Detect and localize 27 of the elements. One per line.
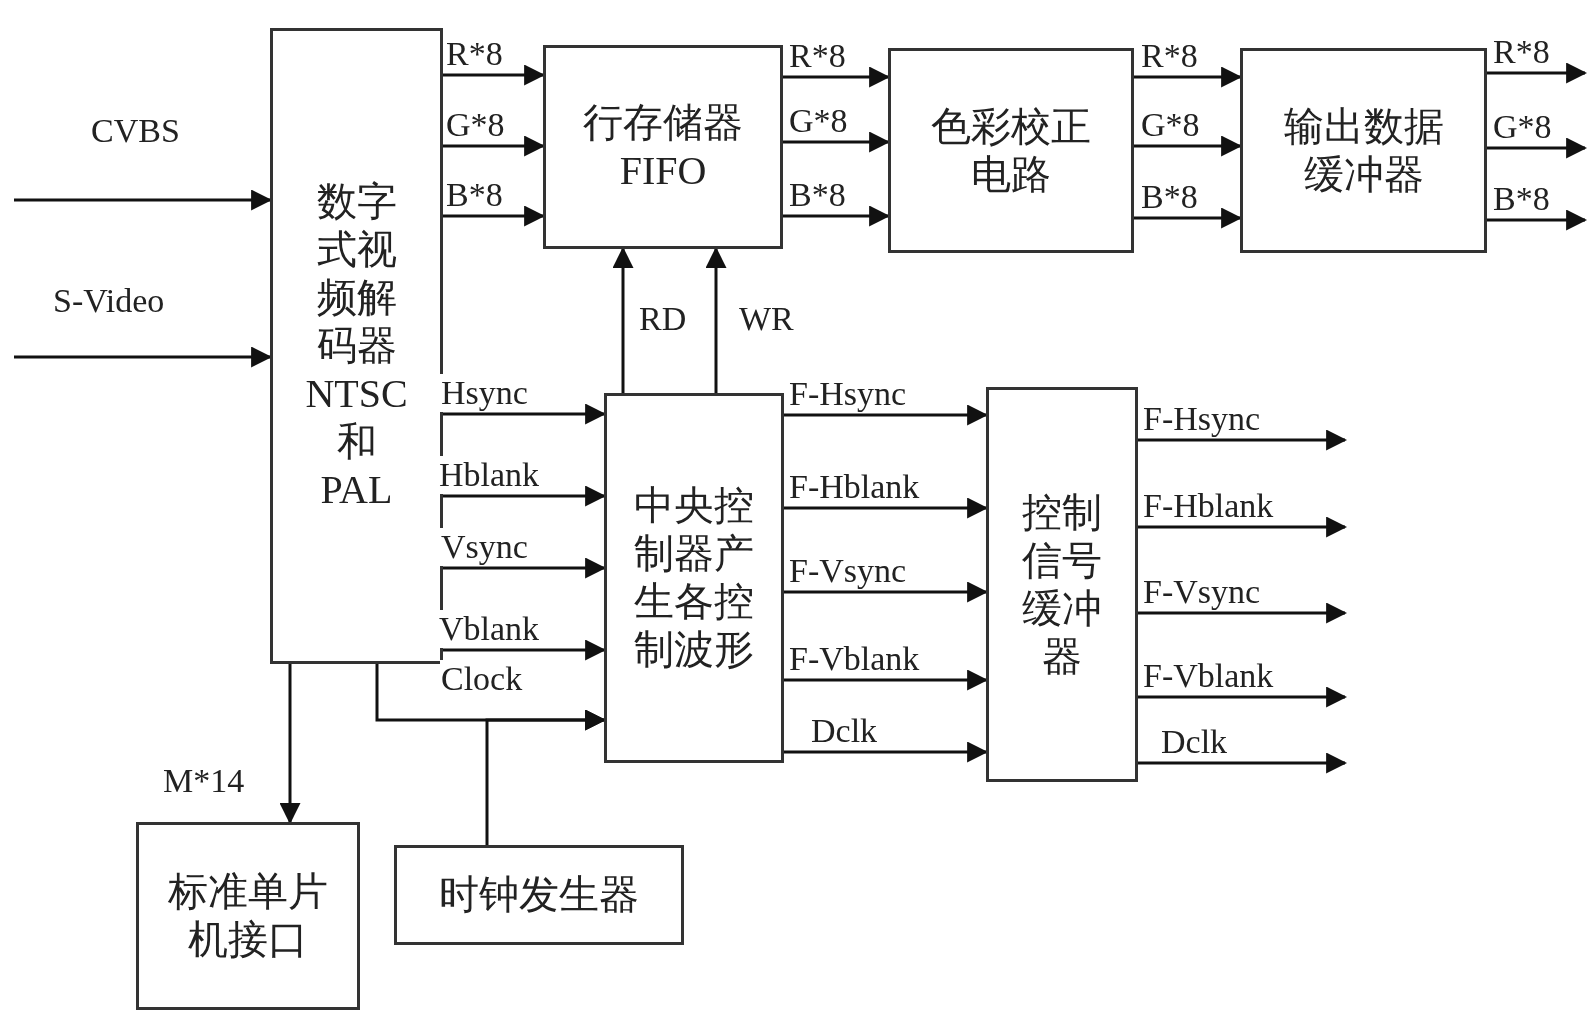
node-text: 中央控制器产生各控制波形: [633, 482, 755, 674]
node-text: 标准单片机接口: [167, 868, 329, 964]
edge-label: Hblank: [438, 456, 541, 494]
edge-label: Vsync: [440, 528, 529, 566]
process-box: [543, 45, 783, 249]
node-text: 时钟发生器: [438, 871, 640, 919]
node-text: 数字式视频解码器NTSC和PAL: [304, 178, 409, 514]
arrow: [1138, 752, 1348, 774]
edge-label: Hsync: [440, 374, 529, 412]
process-box: [394, 845, 684, 945]
process-box: [604, 393, 784, 763]
arrow: [1138, 602, 1348, 624]
node-text: 输出数据缓冲器: [1282, 102, 1445, 199]
node-text: 色彩校正电路: [930, 102, 1092, 199]
arrow: [1487, 209, 1588, 231]
process-box: [888, 48, 1134, 253]
edge-label: Vblank: [438, 610, 541, 648]
arrow: [1487, 62, 1588, 84]
arrow: [1138, 429, 1348, 451]
process-box: [136, 822, 360, 1010]
arrow: [1138, 516, 1348, 538]
node-text: 控制信号缓冲器: [1021, 488, 1103, 681]
process-box: [1240, 48, 1487, 253]
arrow: [1487, 137, 1588, 159]
process-box: [986, 387, 1138, 782]
arrow: [1138, 686, 1348, 708]
node-text: 行存储器FIFO: [582, 99, 744, 195]
